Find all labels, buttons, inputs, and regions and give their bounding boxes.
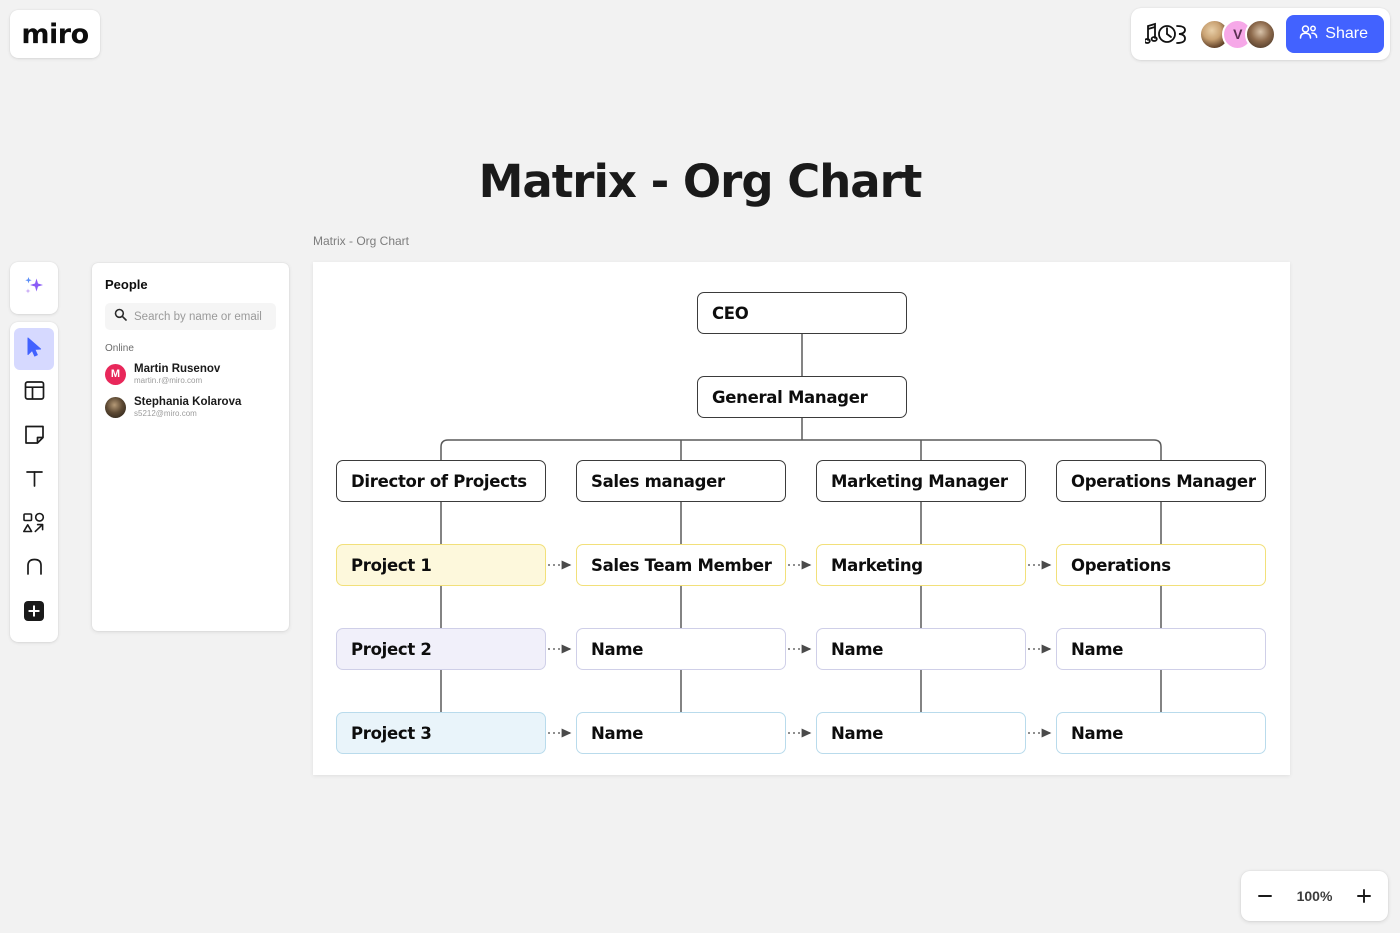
org-node-label: Name [1071,639,1124,659]
org-node-r1c2[interactable]: Marketing [816,544,1026,586]
sidebar-item-sticky-note[interactable] [14,416,54,458]
org-node-r2c3[interactable]: Name [1056,628,1266,670]
avatar [105,396,126,418]
zoom-level-label: 100% [1296,888,1333,904]
sidebar-item-text[interactable] [14,460,54,502]
org-node-p1[interactable]: Project 1 [336,544,546,586]
sidebar-item-select[interactable] [14,328,54,370]
org-node-label: Name [831,639,884,659]
search-input[interactable] [134,310,267,323]
template-icon [23,379,46,407]
org-node-p3[interactable]: Project 3 [336,712,546,754]
org-node-r1c1[interactable]: Sales Team Member [576,544,786,586]
org-node-label: Sales manager [591,471,725,491]
org-node-label: Name [591,723,644,743]
org-node-label: Name [831,723,884,743]
avatar: M [105,363,126,385]
org-node-m2[interactable]: Sales manager [576,460,786,502]
org-node-label: Project 2 [351,639,432,659]
org-node-m1[interactable]: Director of Projects [336,460,546,502]
left-toolbar [10,322,58,642]
collaborator-avatars: V [1199,18,1277,50]
org-node-label: Director of Projects [351,471,527,491]
org-node-label: Name [591,639,644,659]
pen-icon [23,555,46,583]
zoom-in-button[interactable] [1349,881,1379,911]
list-item[interactable]: Stephania Kolarova s5212@miro.com [105,395,276,420]
miro-wordmark: miro [21,18,89,50]
sidebar-item-shapes[interactable] [14,504,54,546]
org-node-label: Operations [1071,555,1171,575]
org-node-p2[interactable]: Project 2 [336,628,546,670]
org-node-r3c1[interactable]: Name [576,712,786,754]
online-section-label: Online [105,343,134,354]
breadcrumb: Matrix - Org Chart [313,234,410,248]
org-node-r3c2[interactable]: Name [816,712,1026,754]
org-node-r2c2[interactable]: Name [816,628,1026,670]
text-icon [23,467,46,495]
org-node-label: Sales Team Member [591,555,772,575]
cursor-icon [23,336,45,363]
sparkle-icon [21,273,47,304]
org-node-r2c1[interactable]: Name [576,628,786,670]
org-node-label: Marketing Manager [831,471,1008,491]
person-email: s5212@miro.com [134,409,197,419]
sidebar-item-ai[interactable] [10,262,58,314]
org-chart-connectors [440,334,1162,738]
person-email: martin.r@miro.com [134,376,203,386]
zoom-out-button[interactable] [1250,881,1280,911]
list-item[interactable]: M Martin Rusenov martin.r@miro.com [105,362,276,387]
org-node-m3[interactable]: Marketing Manager [816,460,1026,502]
sticky-note-icon [23,423,46,451]
page-title: Matrix - Org Chart [478,155,923,208]
people-panel-title: People [105,277,148,292]
people-panel: People Online M Martin Rusenov martin.r@… [92,263,289,631]
top-toolbar: V Share [1131,8,1390,60]
miro-logo[interactable]: miro [10,10,100,58]
plus-square-icon [22,599,46,628]
sidebar-item-templates[interactable] [14,372,54,414]
sidebar-item-pen[interactable] [14,548,54,590]
org-node-label: Project 1 [351,555,432,575]
org-node-label: Marketing [831,555,923,575]
org-node-ceo[interactable]: CEO [697,292,907,334]
share-button[interactable]: Share [1286,15,1384,53]
share-label: Share [1325,25,1368,42]
zoom-control: 100% [1241,871,1388,921]
org-node-gm[interactable]: General Manager [697,376,907,418]
sidebar-item-more[interactable] [14,592,54,634]
org-node-label: General Manager [712,387,868,407]
org-node-r1c3[interactable]: Operations [1056,544,1266,586]
org-node-label: Operations Manager [1071,471,1256,491]
people-share-icon [1299,24,1318,45]
org-node-label: Name [1071,723,1124,743]
person-name: Stephania Kolarova [134,395,242,408]
people-search-box[interactable] [105,303,276,330]
org-node-m4[interactable]: Operations Manager [1056,460,1266,502]
search-icon [114,308,127,326]
org-node-label: CEO [712,303,749,323]
org-node-label: Project 3 [351,723,432,743]
shapes-icon [22,511,46,540]
music-doodle-icon[interactable] [1145,21,1189,47]
org-node-r3c3[interactable]: Name [1056,712,1266,754]
avatar[interactable] [1245,18,1277,50]
person-name: Martin Rusenov [134,363,221,375]
